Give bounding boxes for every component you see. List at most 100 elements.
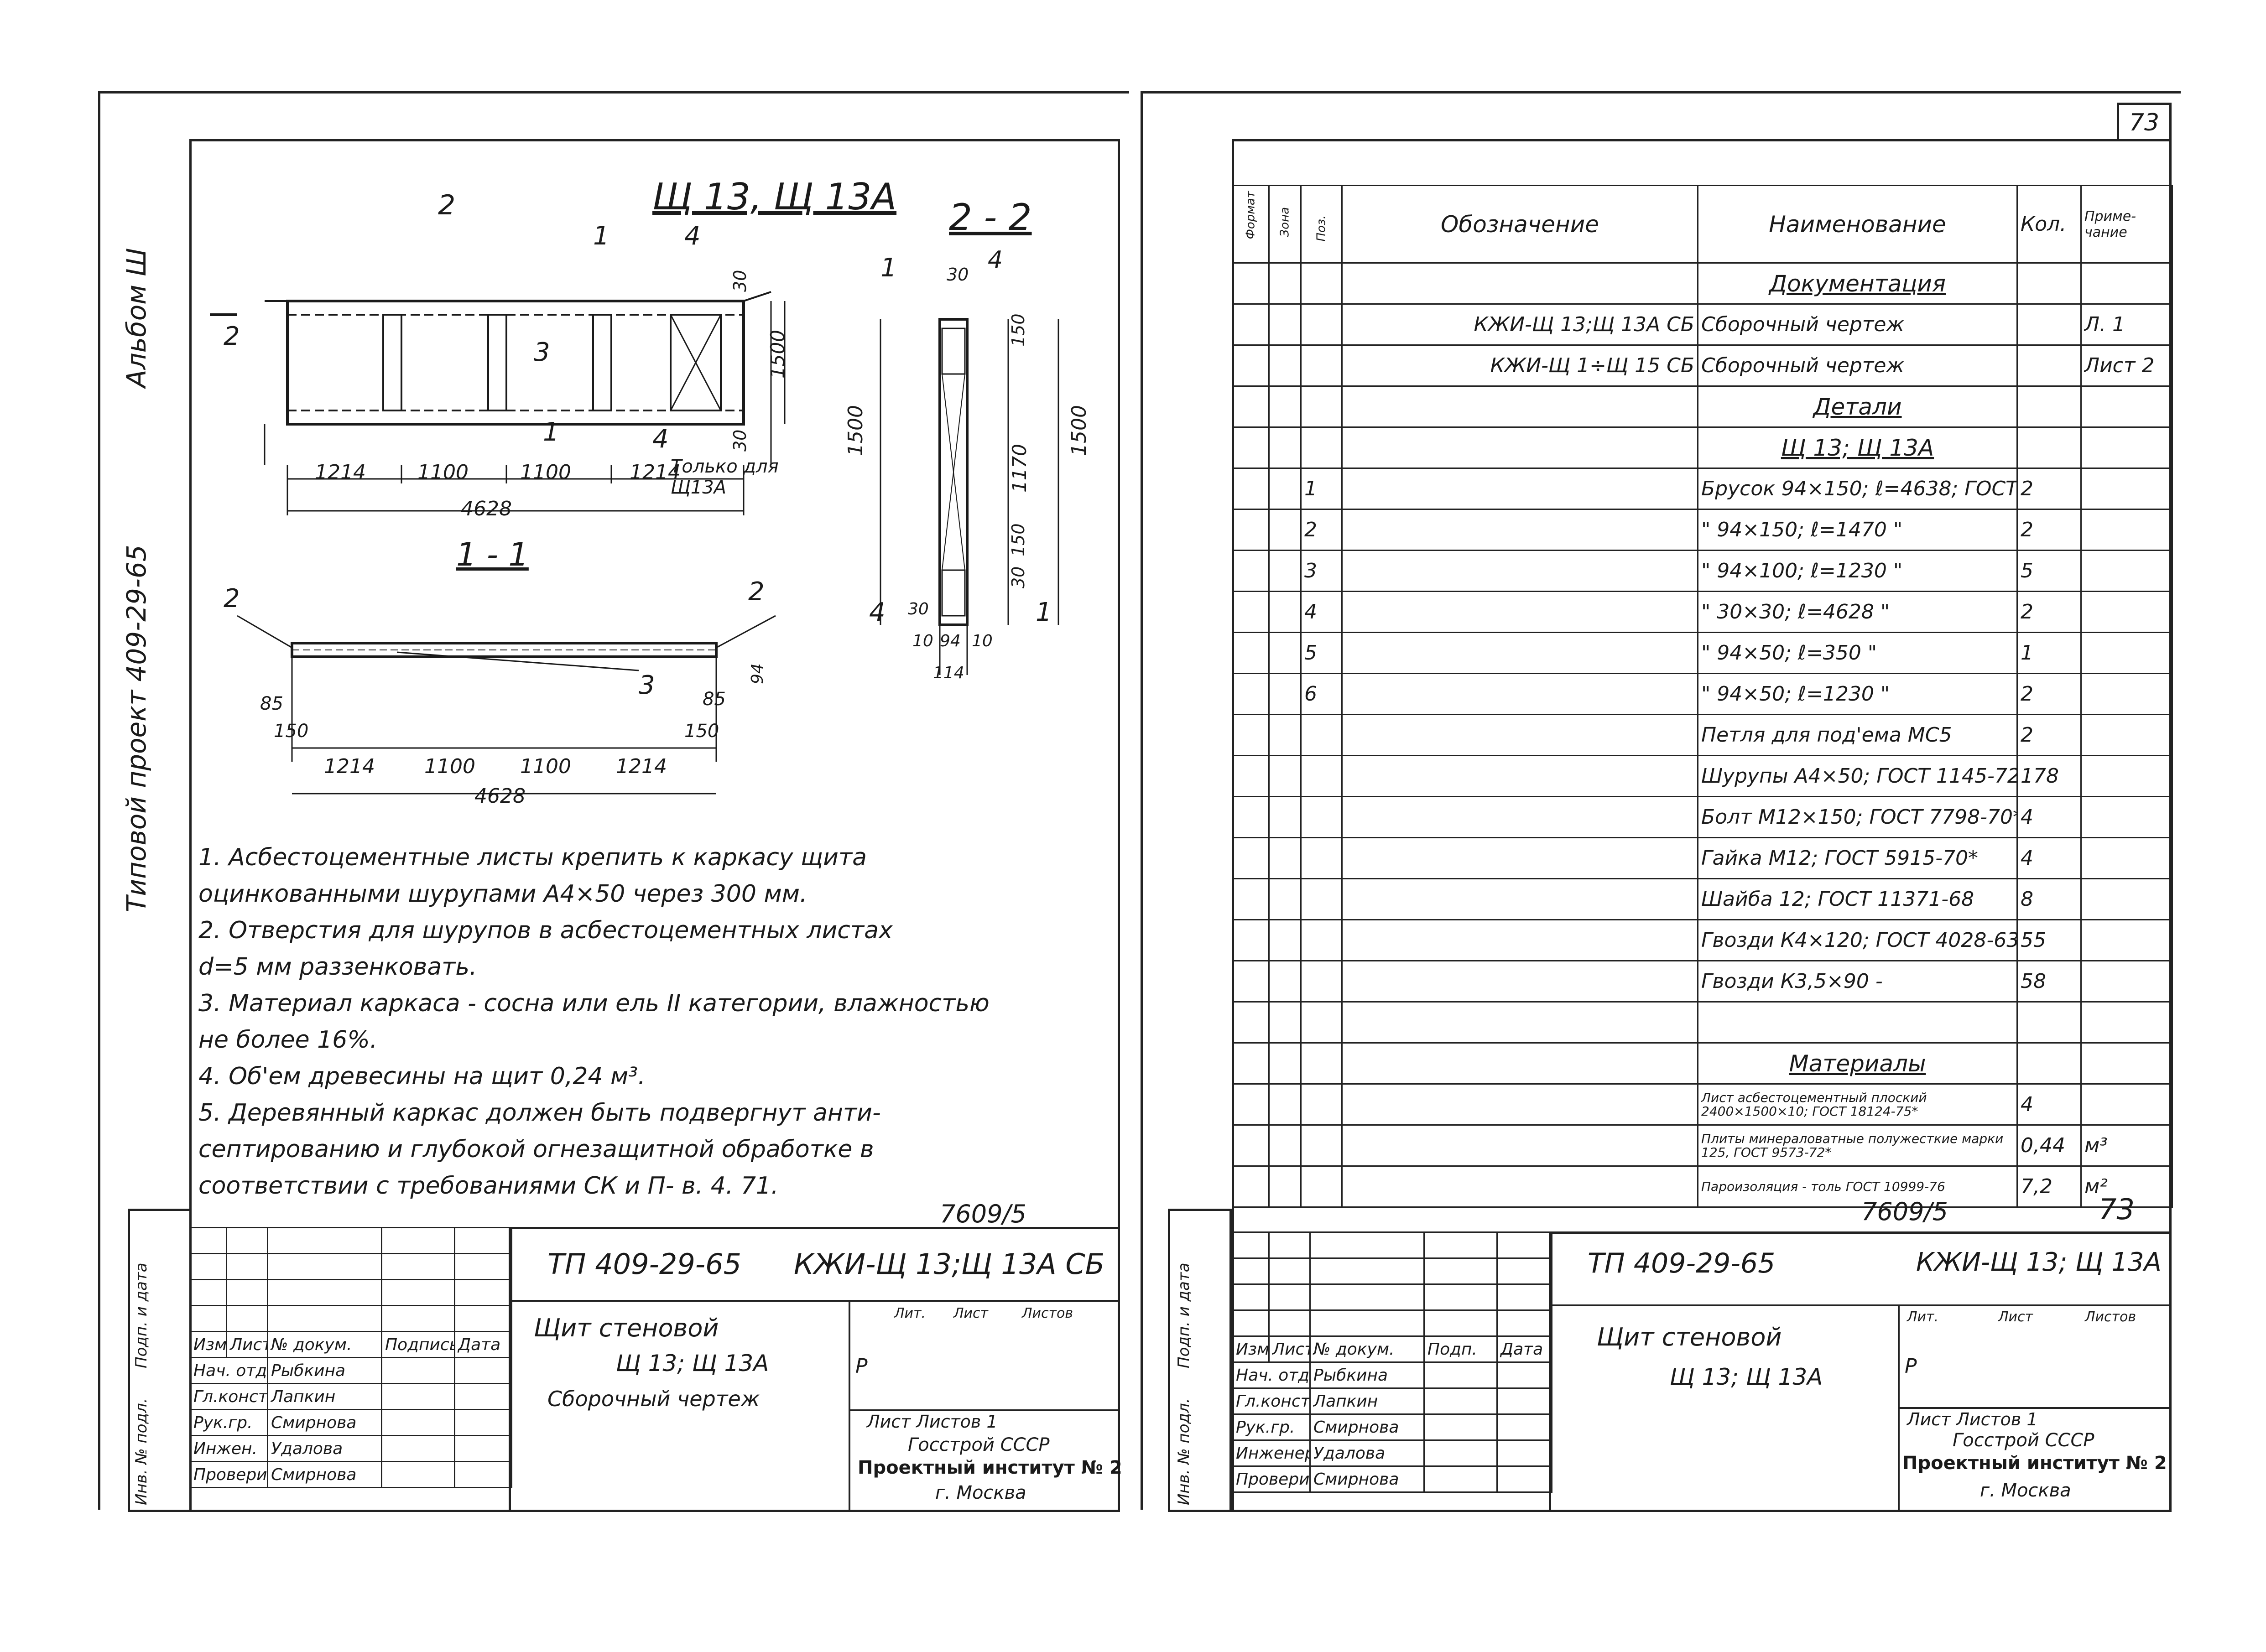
qty-cell: 1 xyxy=(2016,632,2082,674)
pos-cell: 2 xyxy=(1300,509,1343,551)
left-stage-line xyxy=(849,1409,1120,1411)
section-dim-30-bottom: 30 xyxy=(1008,566,1028,588)
note-line: 1. Асбестоцементные листы крепить к карк… xyxy=(198,844,867,871)
header-list: Лист xyxy=(226,1331,268,1358)
header-izm: Изм. xyxy=(189,1331,227,1358)
spec-row: 2" 94×150; ℓ=1470 "2 xyxy=(1232,509,2173,551)
format-cell xyxy=(1232,755,1270,797)
name-cell: Документация xyxy=(1697,262,2018,305)
right-sheet-line: Лист Листов 1 xyxy=(1907,1409,2038,1429)
note-cell xyxy=(2080,673,2173,715)
right-project-code: ТП 409-29-65 xyxy=(1588,1247,1776,1279)
note-cell xyxy=(2080,468,2173,510)
section-dim-1500-left: 1500 xyxy=(844,405,867,456)
s11-dim-94: 94 xyxy=(748,663,767,684)
name-cell: Пароизоляция - толь ГОСТ 10999-76 xyxy=(1697,1165,2018,1208)
qty-cell: 0,44 xyxy=(2016,1124,2082,1167)
header-sign: Подп. xyxy=(1423,1335,1498,1363)
left-side-label-sign: Подп. и дата xyxy=(132,1262,151,1368)
left-outer-left-line xyxy=(98,91,100,1510)
pos-cell xyxy=(1300,960,1343,1003)
right-org-1: Госстрой СССР xyxy=(1953,1430,2094,1451)
spec-row: Щ 13; Щ 13А xyxy=(1232,426,2173,469)
qty-cell: 8 xyxy=(2016,878,2082,920)
name-cell: Щ 13; Щ 13А xyxy=(1697,426,2018,469)
note-cell: Лист 2 xyxy=(2080,344,2173,387)
name-cell: Плиты минераловатные полужесткие марки 1… xyxy=(1697,1124,2018,1167)
zone-cell xyxy=(1268,796,1302,838)
designation-cell xyxy=(1341,385,1698,428)
right-name-line-1: Щит стеновой xyxy=(1597,1323,1782,1351)
designation-cell xyxy=(1341,632,1698,674)
staff-role: Гл.конст. xyxy=(1232,1387,1311,1415)
staff-name: Рыбкина xyxy=(1309,1361,1425,1389)
s11-dim-1100-a: 1100 xyxy=(424,755,475,778)
name-cell: Петля для под'ема МС5 xyxy=(1697,714,2018,756)
s11-callout-2-left: 2 xyxy=(224,584,240,613)
format-cell xyxy=(1232,919,1270,961)
format-cell xyxy=(1232,426,1270,469)
designation-cell xyxy=(1341,1124,1698,1167)
staff-role: Нач. отд. xyxy=(1232,1361,1311,1389)
section-dim-10-b: 10 xyxy=(972,632,993,650)
note-cell xyxy=(2080,960,2173,1003)
staff-name: Смирнова xyxy=(1309,1465,1425,1493)
pos-cell xyxy=(1300,919,1343,961)
format-cell xyxy=(1232,344,1270,387)
note-line: 4. Об'ем древесины на щит 0,24 м³. xyxy=(198,1063,646,1090)
header-date: Дата xyxy=(1496,1335,1552,1363)
spec-row: Плиты минераловатные полужесткие марки 1… xyxy=(1232,1124,2173,1167)
left-side-label-inv: Инв. № подл. xyxy=(132,1398,151,1505)
right-stage-listov: Листов xyxy=(2085,1309,2136,1325)
right-side-label-inv: Инв. № подл. xyxy=(1175,1398,1193,1505)
qty-cell: 2 xyxy=(2016,468,2082,510)
zone-cell xyxy=(1268,632,1302,674)
staff-name: Смирнова xyxy=(267,1461,382,1488)
header-sign: Подпись xyxy=(381,1331,455,1358)
spec-row: 5" 94×50; ℓ=350 "1 xyxy=(1232,632,2173,674)
section-2-2-drawing xyxy=(880,318,1059,675)
zone-cell xyxy=(1268,714,1302,756)
note-line: 2. Отверстия для шурупов в асбестоцемент… xyxy=(198,917,893,944)
qty-cell: 2 xyxy=(2016,673,2082,715)
section-callout-4: 4 xyxy=(988,246,1003,274)
name-cell: Гвозди К4×120; ГОСТ 4028-63* xyxy=(1697,919,2018,961)
dim-30-bottom: 30 xyxy=(730,429,750,452)
note-cell xyxy=(2080,714,2173,756)
drawing-title: Щ 13, Щ 13А xyxy=(652,176,897,218)
left-org-3: г. Москва xyxy=(935,1482,1026,1503)
right-side-strip xyxy=(1168,1209,1232,1512)
left-stage-lit: Лит. xyxy=(894,1305,926,1321)
zone-cell xyxy=(1268,878,1302,920)
callout-1b: 1 xyxy=(543,417,559,447)
note-cell xyxy=(2080,1083,2173,1126)
panel-top-view xyxy=(210,291,786,515)
qty-cell xyxy=(2016,426,2082,469)
format-cell xyxy=(1232,591,1270,633)
section-dim-94: 94 xyxy=(940,632,961,650)
note-cell: м³ xyxy=(2080,1124,2173,1167)
bottom-batten xyxy=(287,410,745,425)
designation-cell xyxy=(1341,468,1698,510)
staff-name: Удалова xyxy=(1309,1439,1425,1467)
name-cell: Гвозди К3,5×90 - xyxy=(1697,960,2018,1003)
left-doc-code: КЖИ-Щ 13;Щ 13А СБ xyxy=(794,1247,1105,1281)
section-dim-1170: 1170 xyxy=(1008,444,1031,493)
name-cell: Болт М12×150; ГОСТ 7798-70* xyxy=(1697,796,2018,838)
zone-cell xyxy=(1268,673,1302,715)
pos-cell xyxy=(1300,1042,1343,1085)
header-zone: Зона xyxy=(1268,185,1302,264)
callout-4b: 4 xyxy=(652,424,669,454)
header-list: Лист xyxy=(1268,1335,1311,1363)
right-staff-table: Изм. Лист № докум. Подп. Дата Нач. отд.Р… xyxy=(1232,1231,1552,1493)
qty-cell: 55 xyxy=(2016,919,2082,961)
spec-row: Лист асбестоцементный плоский 2400×1500×… xyxy=(1232,1083,2173,1126)
section-dim-150-a: 150 xyxy=(1008,313,1028,347)
format-cell xyxy=(1232,796,1270,838)
qty-cell xyxy=(2016,262,2082,305)
format-cell xyxy=(1232,303,1270,346)
right-doc-code: КЖИ-Щ 13; Щ 13А xyxy=(1916,1247,2162,1277)
pos-cell xyxy=(1300,385,1343,428)
